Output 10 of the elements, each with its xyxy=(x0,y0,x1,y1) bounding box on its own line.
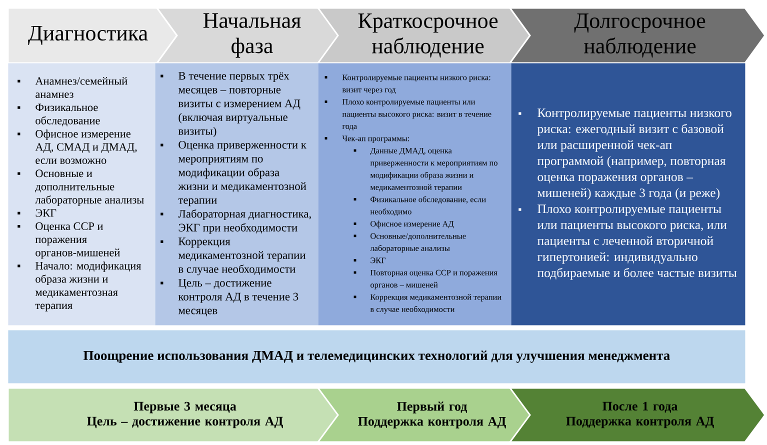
stage-header: Долгосрочное наблюдение xyxy=(508,7,766,64)
stage-header: Краткосрочное наблюдение xyxy=(316,7,531,64)
column-panel: В течение первых трёх месяцев – повторные визиты с измерением АД (включая виртуальные визиты) Оценка приверженности к мероприятиям по модификации образа жизни и медикаментозной терапии Лабораторная диагностика, ЭКГ при необходимости Коррекция медикаментозной терапии в случае необходимости Цель – достижение контроля АД в течение 3 месяцев xyxy=(155,63,318,326)
stage-header: Диагностика xyxy=(7,7,178,64)
column-panel: Анамнез/семейный анамнез Физикальное обследование Офисное измерение АД, СМАД и ДМАД, если возможно Основные и дополнительные лабораторные анализы ЭКГ Оценка ССР и поражения органов-мишеней Начало: модификация образа жизни и медикаментозная терапия xyxy=(8,63,156,326)
column-panel: Контролируемые пациенты низкого риска: ежегодный визит с базовой или расширенной чек-ап программой (например, повторная оценка поражения органов – мишеней) каждые 3 года (и реже) Плохо контролируемые пациенты или пациенты высокого риска, или пациенты с леченной вторичной гипертонией: индивидуально подбираемые и более частые визиты xyxy=(511,63,746,326)
column-panel: Контролируемые пациенты низкого риска: визит через год Плохо контролируемые пациенты или пациенты высокого риска: визит в течение года Чек-ап программы: Данные ДМАД, оценка приверженности к мероприятиям по модификации образа жизни и медикаментозной терапии Физикальное обследование, если необходимо Офисное измерение АД Основные/дополнительные лабораторные анализы ЭКГ Повторная оценка ССР и поражения органов – мишеней Коррекция медикаментозной терапии в случае необходимости xyxy=(318,63,512,326)
phase-band: После 1 года Поддержка контроля АД xyxy=(508,387,766,443)
banner: Поощрение использования ДМАД и телемедицинских технологий для улучшения менеджмента xyxy=(8,330,746,384)
phase-band: Первые 3 месяца Цель – достижение контроля АД xyxy=(7,387,343,443)
